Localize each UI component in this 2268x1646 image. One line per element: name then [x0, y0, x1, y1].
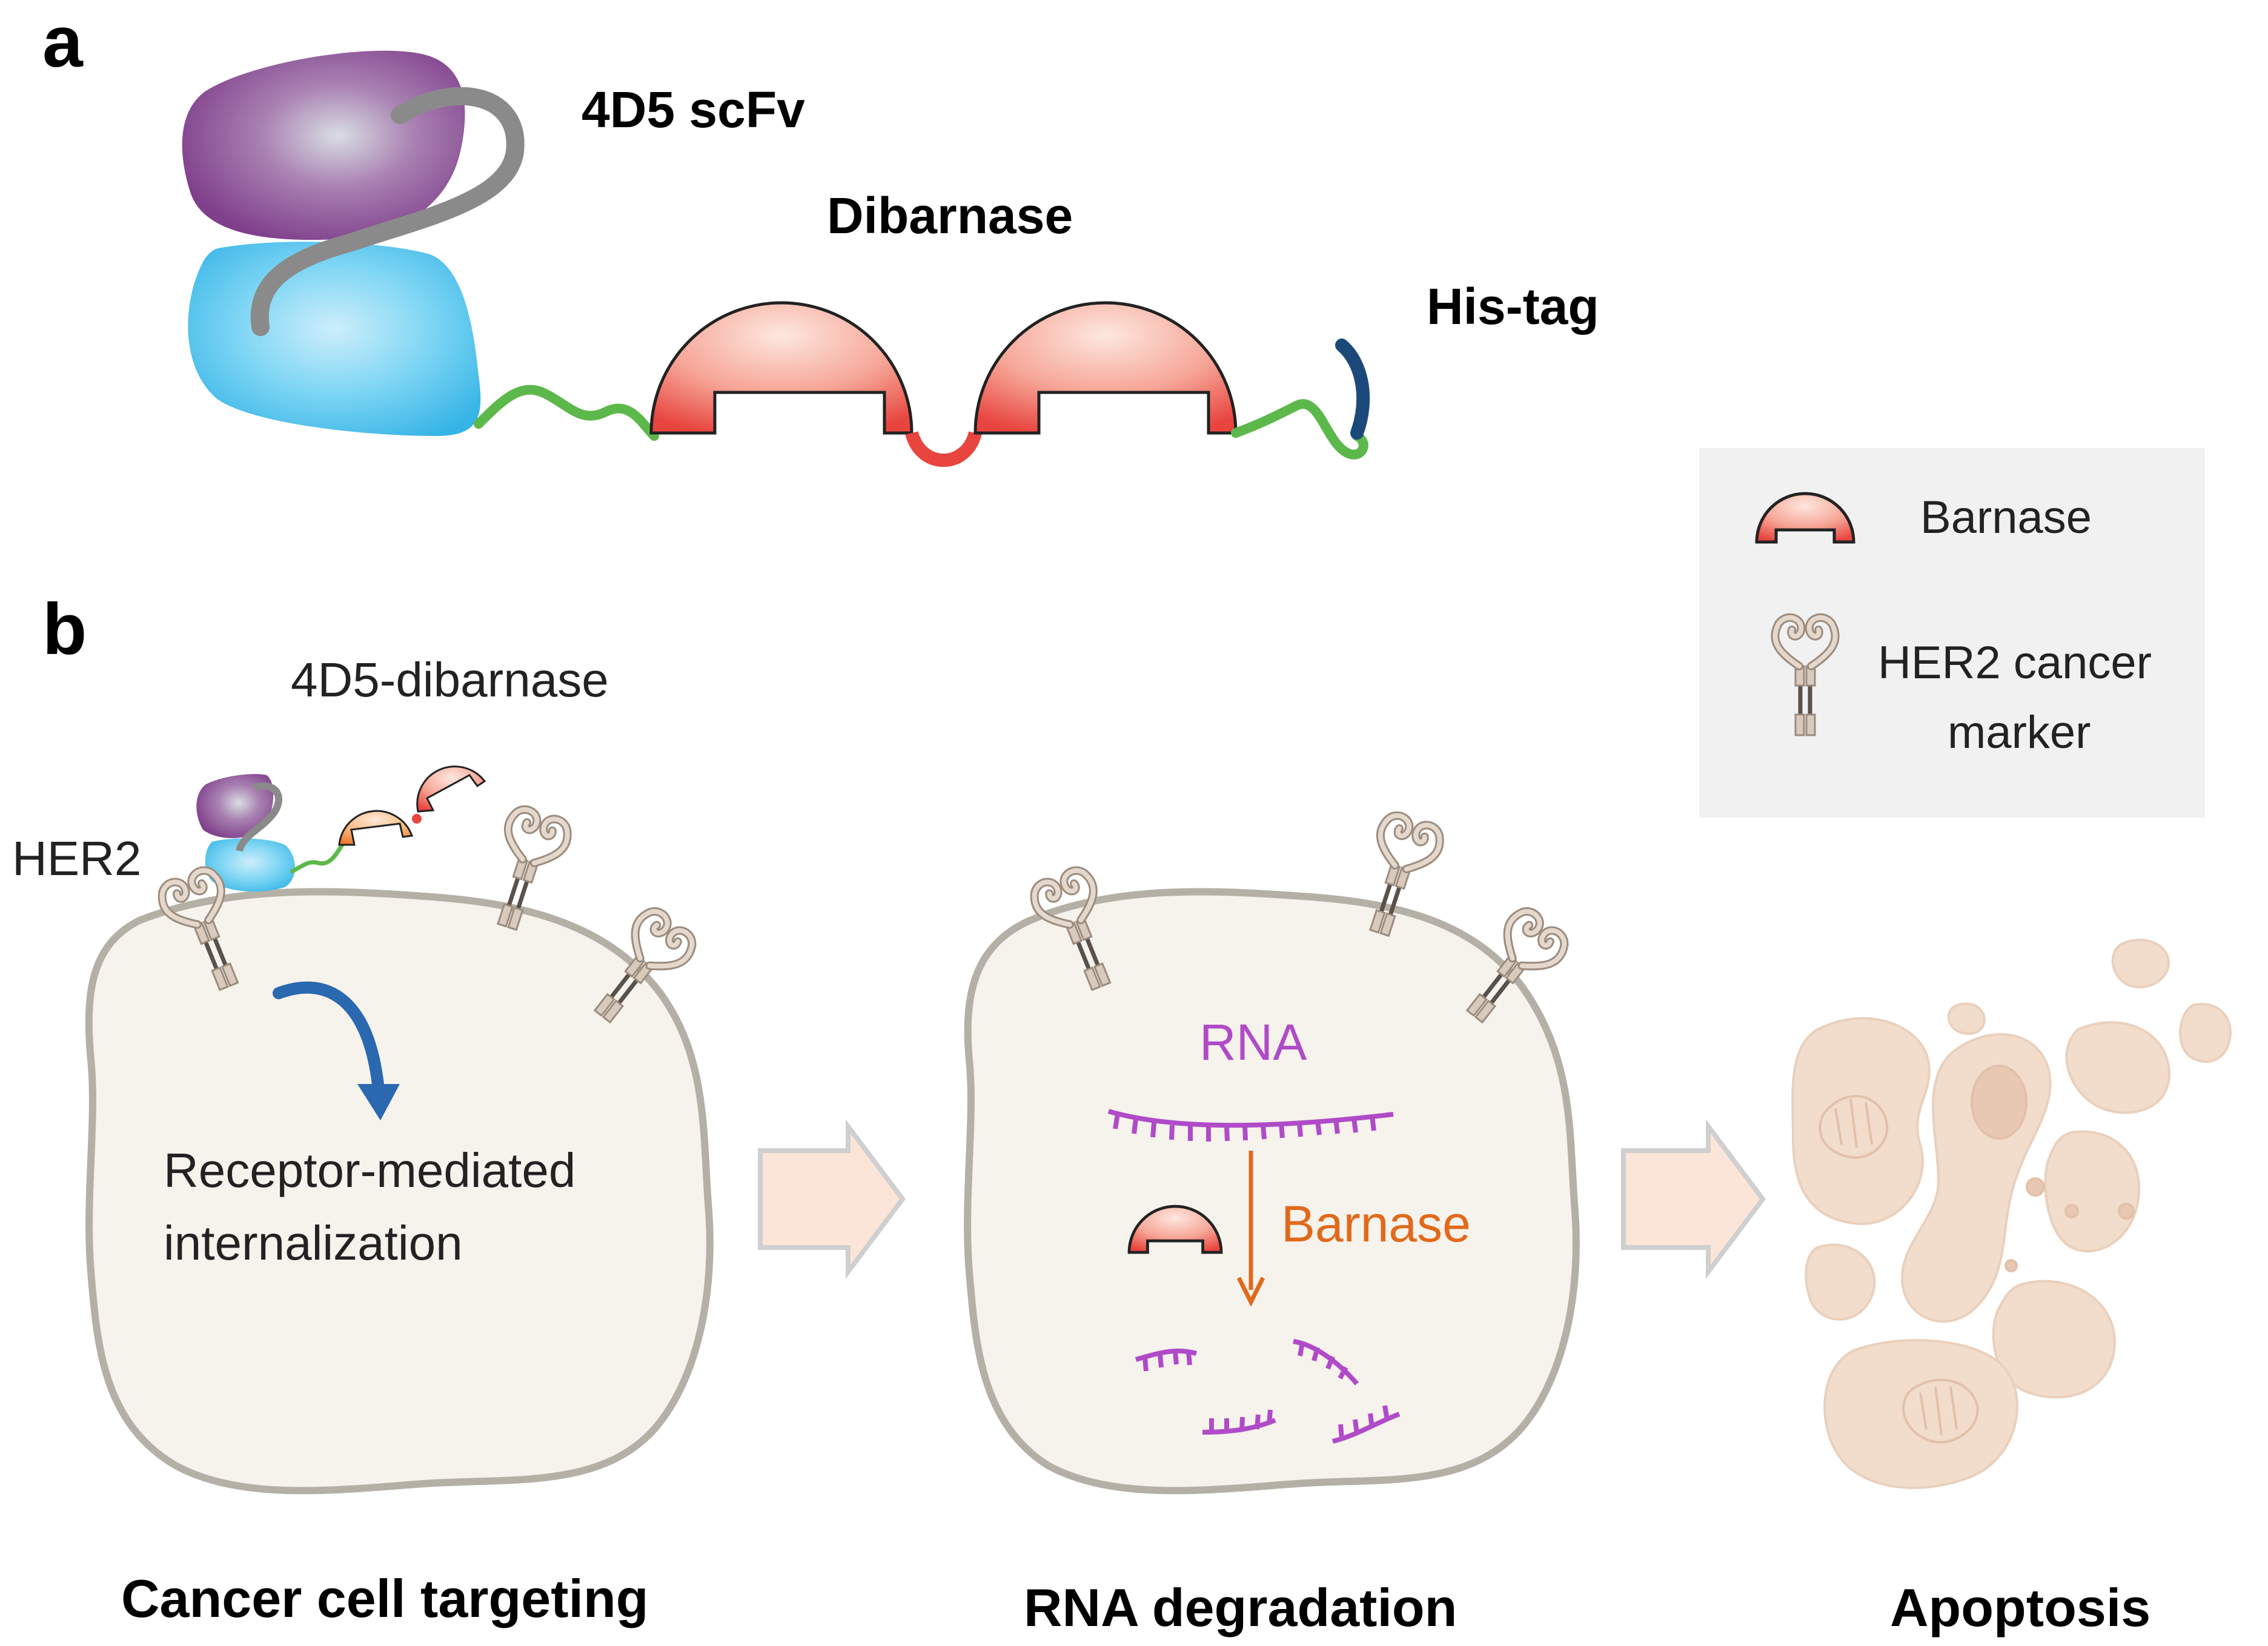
- caption-apoptosis: Apoptosis: [1890, 1578, 2150, 1638]
- label-internalization-2: internalization: [164, 1216, 463, 1270]
- legend-her2-label-1: HER2 cancer: [1878, 637, 2152, 689]
- legend-her2-label-2: marker: [1948, 707, 2091, 758]
- process-arrow-1: [758, 1119, 906, 1279]
- his-tag: [1335, 339, 1370, 440]
- panel-b: b 4D5-dibarnase HER2 Receptor-mediated i…: [12, 589, 2232, 1638]
- barnase-connector: [905, 431, 982, 467]
- label-4d5-scfv: 4D5 scFv: [582, 81, 805, 138]
- bound-4d5-dibarnase: [196, 765, 486, 892]
- label-dibarnase: Dibarnase: [827, 187, 1073, 244]
- vl-domain-shape: [188, 242, 481, 436]
- legend-barnase-label: Barnase: [1920, 492, 2092, 543]
- caption-rna-degradation: RNA degradation: [1024, 1578, 1457, 1638]
- label-4d5-dibarnase: 4D5-dibarnase: [291, 653, 609, 707]
- cancer-cell-2: [964, 888, 1580, 1495]
- apoptotic-cell: [1791, 938, 2232, 1489]
- legend: Barnase HER2 cancer marker: [1699, 448, 2205, 818]
- cancer-cell-1: [85, 888, 714, 1495]
- rna-strand: [1107, 1109, 1394, 1142]
- panel-a: a 4D5 scFv Dibarnase His-tag: [42, 1, 1599, 467]
- apoptotic-organelles: [1819, 1065, 2135, 1444]
- label-rna: RNA: [1199, 1014, 1307, 1071]
- caption-cancer-cell-targeting: Cancer cell targeting: [121, 1568, 649, 1628]
- panel-b-letter: b: [42, 589, 87, 670]
- green-linker-1: [474, 385, 659, 441]
- internalization-arrow: [273, 981, 385, 1096]
- label-his-tag: His-tag: [1427, 278, 1599, 335]
- rna-fragments: [1135, 1339, 1401, 1444]
- label-internalization-1: Receptor-mediated: [164, 1143, 575, 1197]
- label-barnase-action: Barnase: [1281, 1195, 1471, 1252]
- scfv-linker: [250, 87, 525, 336]
- green-linker-2: [1231, 399, 1368, 460]
- barnase-domain-2: [973, 301, 1238, 435]
- label-her2: HER2: [12, 831, 141, 885]
- degradation-arrowhead: [1236, 1277, 1265, 1307]
- internalization-arrowhead: [357, 1084, 400, 1120]
- process-arrow-2: [1621, 1119, 1766, 1279]
- panel-a-letter: a: [42, 1, 84, 82]
- barnase-domain-1: [649, 301, 913, 435]
- vh-domain-shape: [182, 50, 465, 240]
